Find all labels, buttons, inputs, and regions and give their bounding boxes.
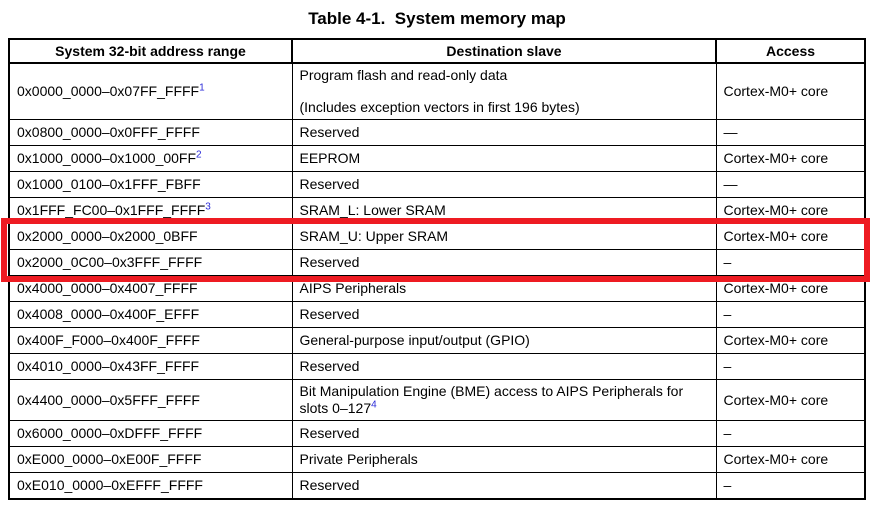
header-row: System 32-bit address range Destination … [8, 38, 866, 64]
address-range-cell: 0x0000_0000–0x07FF_FFFF1 [8, 62, 293, 120]
destination-slave-cell: General-purpose input/output (GPIO) [291, 327, 717, 354]
footnote-reference: 1 [199, 82, 205, 94]
destination-text: SRAM_L: Lower SRAM [299, 202, 446, 218]
destination-text: General-purpose input/output (GPIO) [299, 332, 530, 348]
destination-slave-cell: AIPS Peripherals [291, 275, 717, 302]
destination-slave-cell: Reserved [291, 119, 717, 146]
column-header-destination-slave: Destination slave [291, 38, 717, 64]
access-cell: Cortex-M0+ core [715, 379, 866, 421]
destination-slave-cell: Private Peripherals [291, 446, 717, 473]
address-range-cell: 0x1FFF_FC00–0x1FFF_FFFF3 [8, 197, 293, 224]
access-cell: – [715, 472, 866, 499]
destination-slave-cell: SRAM_L: Lower SRAM [291, 197, 717, 224]
table-row: 0x2000_0C00–0x3FFF_FFFF Reserved – [8, 249, 866, 276]
table-row: 0x0800_0000–0x0FFF_FFFF Reserved — [8, 119, 866, 146]
access-cell: — [715, 171, 866, 198]
table-title: Table 4-1. System memory map [308, 9, 566, 28]
table-row: 0x1FFF_FC00–0x1FFF_FFFF3 SRAM_L: Lower SR… [8, 197, 866, 224]
table-row: 0x2000_0000–0x2000_0BFF SRAM_U: Upper SRA… [8, 223, 866, 250]
address-range-cell: 0x1000_0100–0x1FFF_FBFF [8, 171, 293, 198]
destination-slave-cell: Bit Manipulation Engine (BME) access to … [291, 379, 717, 421]
access-cell: Cortex-M0+ core [715, 275, 866, 302]
destination-slave-cell: Reserved [291, 171, 717, 198]
access-cell: – [715, 420, 866, 447]
address-range-cell: 0x400F_F000–0x400F_FFFF [8, 327, 293, 354]
address-range-cell: 0x4000_0000–0x4007_FFFF [8, 275, 293, 302]
table-row: 0xE000_0000–0xE00F_FFFF Private Periphera… [8, 446, 866, 473]
destination-text: Reserved [299, 476, 360, 493]
footnote-reference: 4 [371, 399, 377, 411]
address-range-cell: 0x2000_0C00–0x3FFF_FFFF [8, 249, 293, 276]
access-cell: Cortex-M0+ core [715, 446, 866, 473]
address-range-cell: 0x2000_0000–0x2000_0BFF [8, 223, 293, 250]
destination-slave-cell: Reserved [291, 472, 717, 499]
access-cell: Cortex-M0+ core [715, 327, 866, 354]
address-range-cell: 0x4400_0000–0x5FFF_FFFF [8, 379, 293, 421]
destination-slave-cell: Program flash and read-only data (Include… [291, 62, 717, 120]
access-cell: Cortex-M0+ core [715, 62, 866, 120]
access-cell: — [715, 119, 866, 146]
destination-text: Reserved [299, 306, 360, 322]
address-range-cell: 0x6000_0000–0xDFFF_FFFF [8, 420, 293, 447]
column-header-access: Access [715, 38, 866, 64]
destination-slave-cell: EEPROM [291, 145, 717, 172]
destination-slave-cell: Reserved [291, 353, 717, 380]
system-memory-map-table: System 32-bit address range Destination … [8, 38, 866, 500]
address-range-cell: 0x4010_0000–0x43FF_FFFF [8, 353, 293, 380]
destination-slave-cell: Reserved [291, 301, 717, 328]
destination-text: Reserved [299, 358, 360, 374]
table-row: 0x1000_0100–0x1FFF_FBFF Reserved — [8, 171, 866, 198]
address-range-cell: 0x0800_0000–0x0FFF_FFFF [8, 119, 293, 146]
destination-text: Reserved [299, 124, 360, 140]
footnote-reference: 2 [196, 149, 202, 161]
footnote-reference: 3 [205, 201, 211, 213]
table-header: System 32-bit address range Destination … [8, 38, 866, 64]
access-cell: Cortex-M0+ core [715, 145, 866, 172]
address-range-cell: 0xE000_0000–0xE00F_FFFF [8, 446, 293, 473]
table-row: 0x4000_0000–0x4007_FFFF AIPS Peripherals C… [8, 275, 866, 302]
access-cell: Cortex-M0+ core [715, 197, 866, 224]
access-cell: Cortex-M0+ core [715, 223, 866, 250]
table-row: 0x4010_0000–0x43FF_FFFF Reserved – [8, 353, 866, 380]
destination-text: AIPS Peripherals [299, 280, 407, 296]
destination-text: Private Peripherals [299, 451, 418, 467]
table-row: 0x1000_0000–0x1000_00FF2 EEPROM Cortex-M0+… [8, 145, 866, 172]
access-cell: – [715, 249, 866, 276]
destination-text: Reserved [299, 254, 360, 270]
destination-slave-cell: SRAM_U: Upper SRAM [291, 223, 717, 250]
destination-text: (Includes exception vectors in first 196… [299, 99, 580, 115]
address-range-cell: 0xE010_0000–0xEFFF_FFFF [8, 472, 293, 499]
destination-text: Reserved [299, 176, 360, 192]
table-row: 0x6000_0000–0xDFFF_FFFF Reserved – [8, 420, 866, 447]
destination-slave-cell: Reserved [291, 249, 717, 276]
access-cell: – [715, 353, 866, 380]
destination-text: Bit Manipulation Engine (BME) access to … [299, 383, 684, 416]
table-row: 0x400F_F000–0x400F_FFFF General-purpose i… [8, 327, 866, 354]
destination-text: Reserved [299, 425, 360, 441]
table-row: 0xE010_0000–0xEFFF_FFFF Reserved – [8, 472, 866, 499]
column-header-address-range: System 32-bit address range [8, 38, 293, 64]
address-range-cell: 0x1000_0000–0x1000_00FF2 [8, 145, 293, 172]
destination-slave-cell: Reserved [291, 420, 717, 447]
address-range-cell: 0x4008_0000–0x400F_EFFF [8, 301, 293, 328]
destination-text: EEPROM [299, 150, 361, 166]
access-cell: – [715, 301, 866, 328]
destination-text: Program flash and read-only data [299, 67, 508, 83]
table-row: 0x4008_0000–0x400F_EFFF Reserved – [8, 301, 866, 328]
destination-text: SRAM_U: Upper SRAM [299, 228, 449, 244]
